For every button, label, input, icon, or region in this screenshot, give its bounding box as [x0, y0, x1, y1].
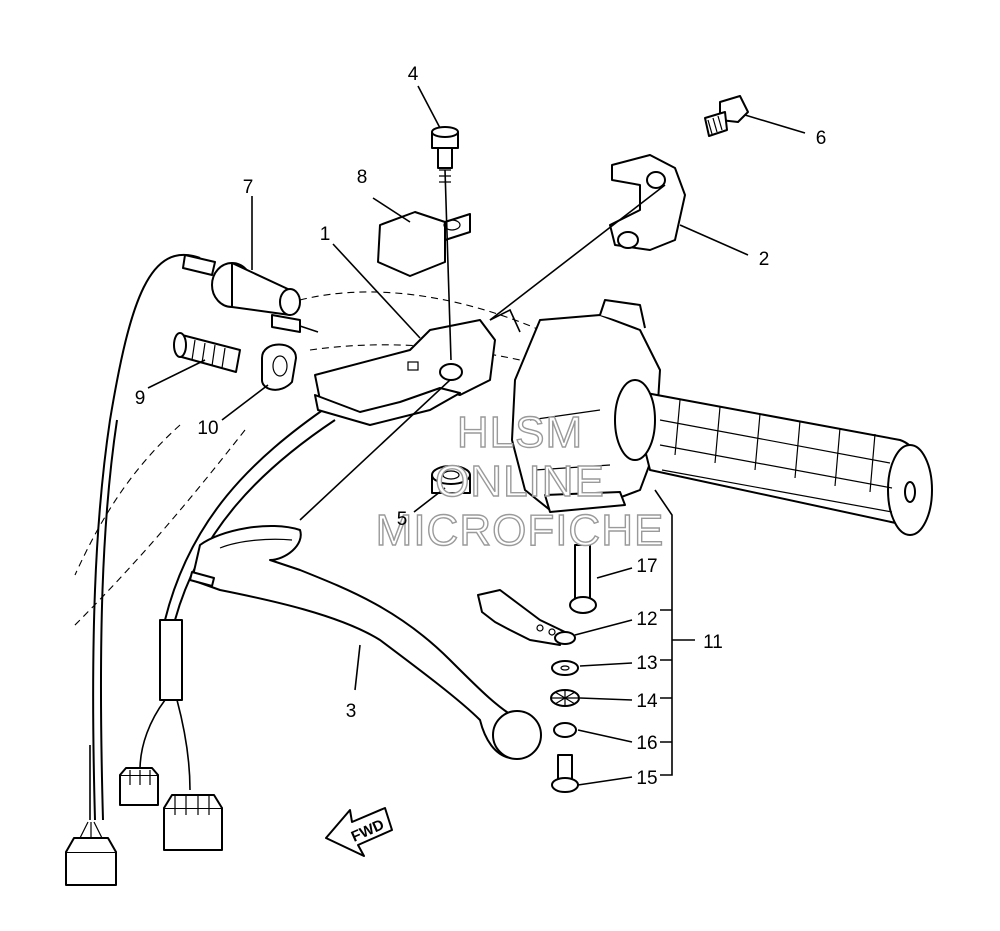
clutch-lever-part [189, 524, 542, 760]
watermark-line-2: ONLINE [435, 457, 605, 506]
callout-11: 11 [703, 632, 723, 653]
callout-14: 14 [636, 691, 658, 712]
callout-3: 3 [346, 701, 357, 722]
callout-10: 10 [197, 418, 218, 439]
callout-4: 4 [408, 64, 419, 85]
callout-16: 16 [636, 733, 657, 754]
callout-2: 2 [759, 249, 770, 270]
leader-lines [147, 85, 806, 786]
connector-large [163, 794, 223, 851]
callout-8: 8 [357, 167, 368, 188]
handlebar-switch-housing [511, 299, 661, 513]
callout-9: 9 [135, 388, 146, 409]
callout-15: 15 [636, 768, 657, 789]
callout-12: 12 [636, 609, 657, 630]
locknut-part [261, 343, 297, 391]
handlebar-outline [71, 291, 541, 629]
wire-sleeve [159, 619, 183, 701]
adjuster-bolt-part [173, 332, 241, 373]
watermark: HLSM ONLINE MICROFICHE [375, 407, 665, 555]
lever-holder-part [609, 154, 686, 251]
clutch-switch-part [182, 254, 319, 333]
switch-cover-part [377, 211, 471, 277]
connector-bottom [65, 821, 117, 886]
watermark-line-1: HLSM [457, 408, 583, 457]
fwd-direction-arrow: FWD [325, 807, 393, 857]
callout-labels: 4 8 1 7 9 10 5 6 2 3 17 12 11 13 14 16 1… [135, 64, 827, 789]
handlebar-grip [614, 379, 933, 536]
callout-5: 5 [397, 509, 408, 530]
callout-7: 7 [243, 177, 254, 198]
callout-13: 13 [636, 653, 657, 674]
connector-small [119, 767, 159, 806]
wiring-harness [89, 253, 336, 821]
callout-17: 17 [636, 556, 657, 577]
watermark-line-3: MICROFICHE [376, 506, 665, 555]
callout-1: 1 [320, 224, 331, 245]
hot-start-kit [477, 544, 597, 793]
lever-nut-part [431, 465, 471, 494]
callout-6: 6 [816, 128, 827, 149]
holder-bolt-part [704, 95, 749, 137]
